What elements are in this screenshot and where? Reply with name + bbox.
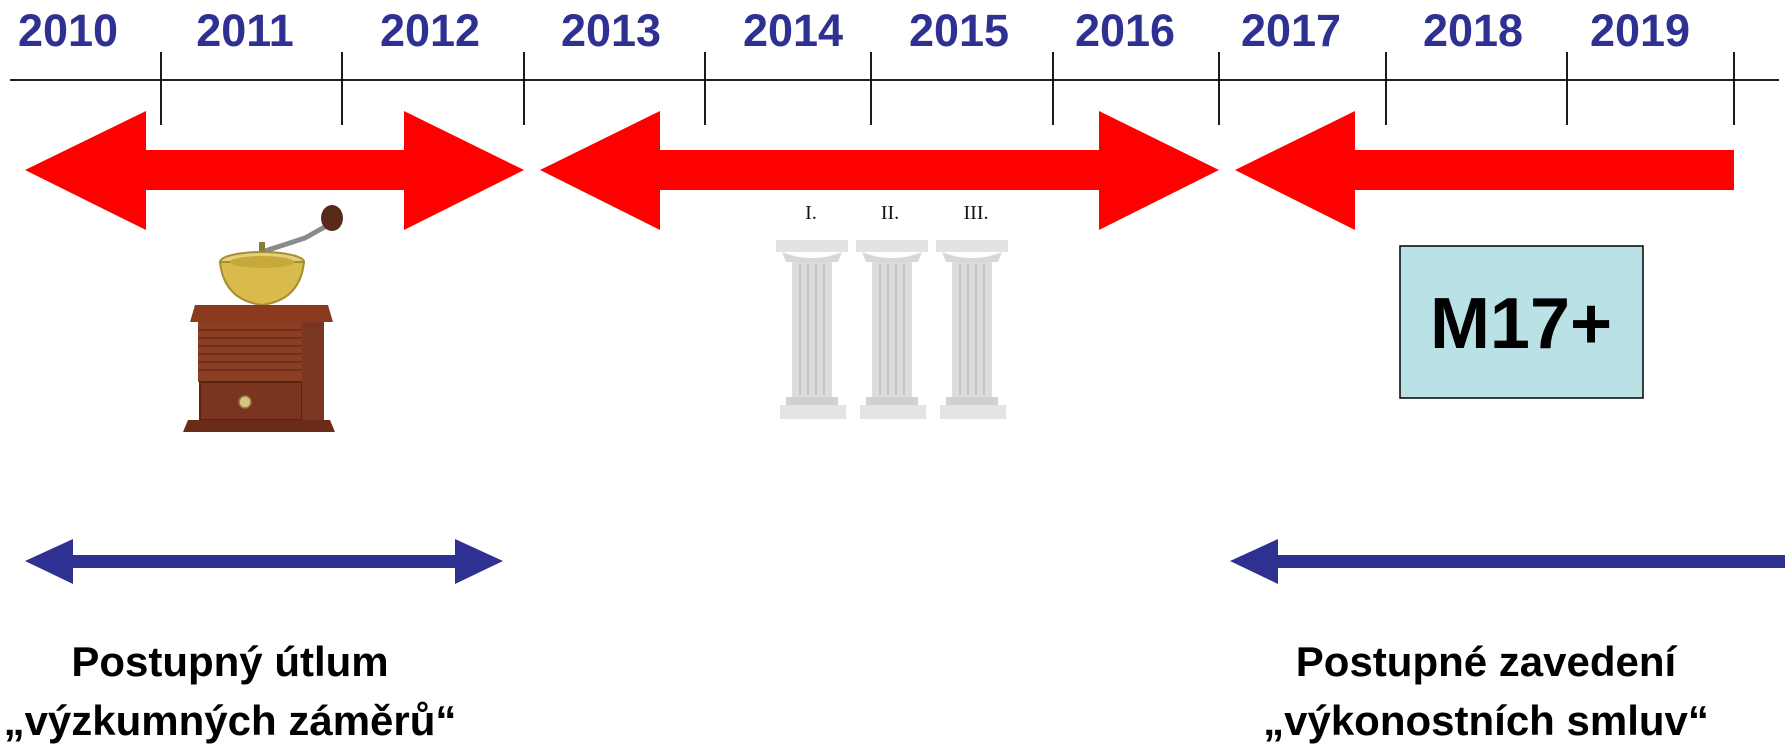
pillar (856, 240, 928, 419)
blue-double-arrow-left (25, 539, 503, 584)
timeline-axis (10, 52, 1779, 125)
caption-right-line-1: Postupné zavedení (1296, 638, 1678, 685)
year-label-2017: 2017 (1241, 5, 1341, 56)
year-label-2018: 2018 (1423, 5, 1523, 56)
m17-box-label: M17+ (1430, 284, 1612, 364)
year-label-2015: 2015 (909, 5, 1009, 56)
pillar-label-2: II. (881, 202, 899, 224)
year-label-2011: 2011 (196, 5, 294, 56)
pillar-label-3: III. (964, 202, 989, 224)
year-label-2019: 2019 (1590, 5, 1690, 56)
captions: Postupný útlum „výzkumných záměrů“ Postu… (4, 638, 1709, 744)
caption-left-line-1: Postupný útlum (71, 638, 388, 685)
year-label-2010: 2010 (18, 5, 118, 56)
m17-box: M17+ (1399, 245, 1644, 399)
red-left-arrow-3 (1235, 111, 1734, 230)
blue-arrows (25, 539, 1785, 584)
red-arrows (25, 111, 1734, 230)
caption-right-line-2: „výkonostních smluv“ (1263, 697, 1709, 744)
year-label-2014: 2014 (743, 5, 843, 56)
coffee-grinder-icon (183, 205, 343, 432)
caption-left-line-2: „výzkumných záměrů“ (4, 697, 457, 744)
year-label-2012: 2012 (380, 5, 480, 56)
red-double-arrow-1 (25, 111, 524, 230)
pillar (936, 240, 1008, 419)
year-label-2013: 2013 (561, 5, 661, 56)
pillar (776, 240, 848, 419)
red-double-arrow-2 (540, 111, 1219, 230)
pillar-label-1: I. (805, 202, 817, 224)
blue-left-arrow-right (1230, 539, 1785, 584)
year-labels: 2010 2011 2012 2013 2014 2015 2016 2017 … (18, 5, 1690, 56)
three-pillars-icon: I. II. III. (776, 202, 1008, 419)
year-label-2016: 2016 (1075, 5, 1175, 56)
